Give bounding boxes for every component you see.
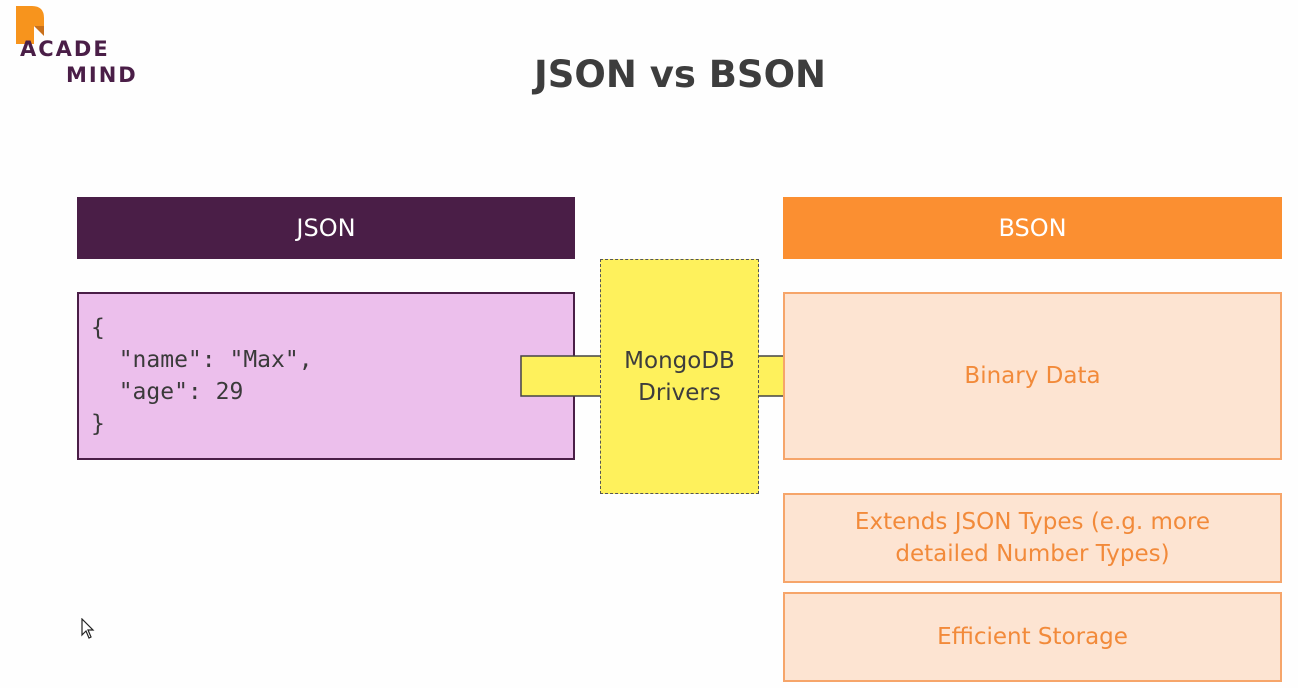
academind-logo: ACADE MIND bbox=[8, 4, 148, 88]
bson-item-efficient-storage: Efficient Storage bbox=[783, 592, 1282, 682]
bson-item-binary-data: Binary Data bbox=[783, 292, 1282, 460]
slide-title: JSON vs BSON bbox=[533, 53, 826, 96]
logo-mark-icon bbox=[16, 6, 44, 44]
code-line: } bbox=[91, 411, 105, 437]
json-example-box: { "name": "Max", "age": 29 } bbox=[77, 292, 575, 460]
logo-text-line1: ACADE bbox=[20, 37, 110, 61]
code-line: "name": "Max", bbox=[91, 347, 313, 373]
logo-text-line2: MIND bbox=[66, 63, 138, 87]
driver-label-line1: MongoDB bbox=[624, 347, 735, 374]
bson-item-label: Efficient Storage bbox=[937, 624, 1128, 650]
driver-label-line2: Drivers bbox=[638, 379, 721, 406]
mouse-pointer-icon bbox=[81, 618, 95, 639]
json-header: JSON bbox=[77, 197, 575, 259]
bson-item-label: detailed Number Types) bbox=[895, 541, 1170, 567]
json-header-label: JSON bbox=[296, 214, 356, 242]
code-line: { bbox=[91, 315, 105, 341]
bson-header: BSON bbox=[783, 197, 1282, 259]
bson-item-label: Binary Data bbox=[964, 363, 1101, 389]
bson-header-label: BSON bbox=[998, 214, 1067, 242]
bson-item-extends-types: Extends JSON Types (e.g. more detailed N… bbox=[783, 493, 1282, 583]
bson-item-label: Extends JSON Types (e.g. more bbox=[854, 509, 1211, 535]
code-line: "age": 29 bbox=[91, 379, 244, 405]
mongodb-drivers-box: MongoDB Drivers bbox=[600, 259, 759, 494]
